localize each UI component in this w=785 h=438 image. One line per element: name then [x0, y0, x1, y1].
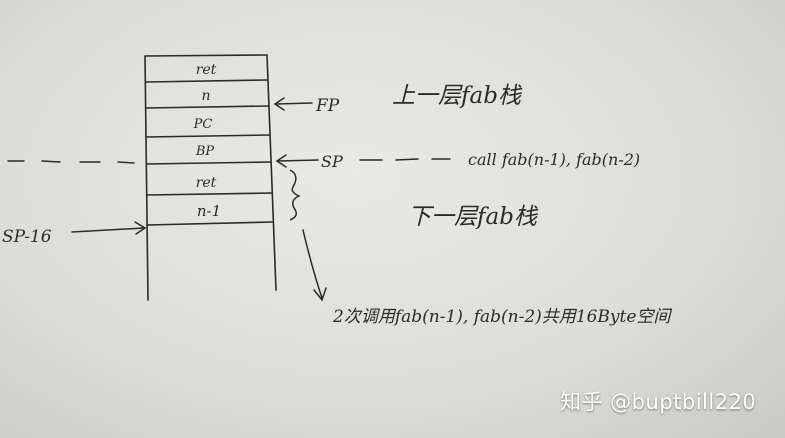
stack-cell-ret-lower: ret — [196, 175, 217, 191]
down-arrow — [302, 229, 327, 302]
watermark: 知乎 @buptbill220 — [560, 390, 757, 414]
upper-frame-note: 上一层fab栈 — [392, 83, 523, 109]
fp-arrow — [273, 97, 313, 111]
stack-cell-n: n — [201, 88, 210, 104]
fp-label: FP — [315, 96, 340, 116]
lower-frame-note: 下一层fab栈 — [408, 204, 539, 230]
stack-cell-pc: PC — [193, 117, 213, 132]
frame-brace — [289, 169, 301, 221]
sp-label: SP — [321, 152, 343, 171]
stack-cell-ret-upper: ret — [196, 62, 217, 78]
sp-minus-16-label: SP-16 — [2, 227, 52, 247]
sp-minus-16-arrow — [71, 221, 147, 235]
stack-cell-n-minus-1: n-1 — [197, 202, 221, 220]
sp-arrow — [275, 154, 319, 168]
stack-cells: ret n PC BP ret n-1 — [193, 62, 221, 220]
call-note: call fab(n-1), fab(n-2) — [468, 150, 640, 169]
stack-outline — [144, 54, 277, 301]
dashed-line — [7, 158, 451, 164]
stack-cell-bp: BP — [195, 144, 215, 159]
bottom-note: 2次调用fab(n-1), fab(n-2)共用16Byte空间 — [332, 307, 672, 327]
